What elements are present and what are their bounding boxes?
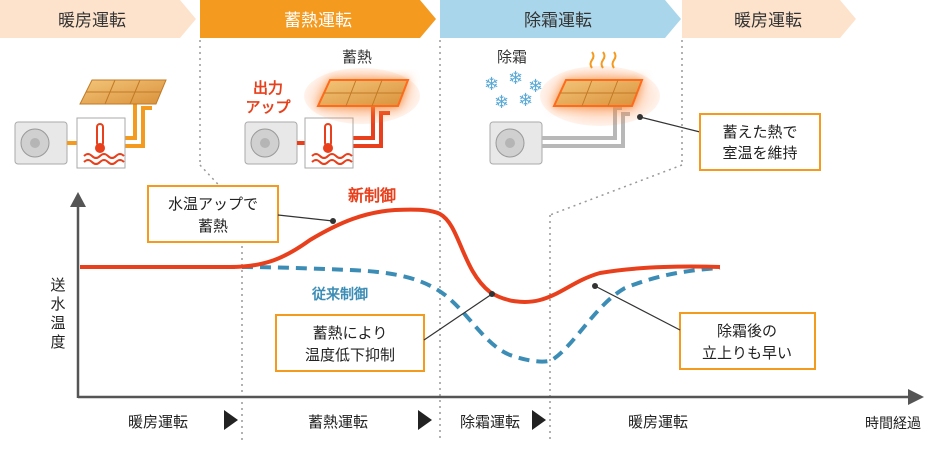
storage-label: 蓄熱: [342, 48, 372, 66]
phase-arrow-icon: [532, 410, 546, 430]
svg-text:温: 温: [50, 314, 65, 332]
y-axis-label: 送 水 温 度: [50, 276, 65, 351]
output-up-label-1: 出力: [253, 79, 283, 97]
callout-leader-storage-suppress: [423, 293, 493, 341]
callout-leader-stored-heat: [639, 116, 701, 133]
x-axis-arrow: [908, 389, 924, 405]
callout-dot-storage-suppress: [489, 291, 495, 297]
y-axis-arrow: [70, 192, 86, 207]
callout-dot-water-temp-up: [330, 218, 336, 224]
svg-text:❄: ❄: [494, 92, 509, 113]
callout-dot-stored-heat: [637, 114, 643, 120]
phase-banner-defrost: [440, 0, 681, 38]
phase-label-defrost: 除霜運転: [524, 11, 592, 31]
graph-axes: 送 水 温 度 時間経過: [50, 192, 924, 432]
callout-water-temp-up: 水温アップで 蓄熱: [147, 185, 336, 243]
tank-icon: [76, 117, 126, 169]
old-control-curve: [80, 265, 721, 364]
outdoor-unit-icon: [489, 121, 543, 165]
defrost-label: 除霜: [497, 48, 527, 66]
outdoor-unit-icon: [244, 121, 298, 165]
svg-text:❄: ❄: [528, 76, 543, 97]
phase-banner-heating-1: [0, 0, 196, 38]
callout-storage-suppress-line2: 温度低下抑制: [305, 346, 395, 364]
phase-label-heating-1: 暖房運転: [58, 11, 126, 31]
bottom-phase-defrost: 除霜運転: [460, 413, 520, 431]
callout-leader-water-temp-up: [277, 214, 334, 222]
callout-dot-fast-rise: [592, 283, 598, 289]
divider-defrost-end-diag: [549, 164, 683, 216]
svg-text:❄: ❄: [484, 74, 499, 95]
svg-text:度: 度: [50, 333, 65, 351]
illustration-defrost: 除霜 ❄❄❄ ❄❄: [484, 48, 701, 165]
phase-arrow-icon: [418, 410, 432, 430]
callout-stored-heat-line1: 蓄えた熱で: [722, 123, 797, 141]
callout-storage-suppress-line1: 蓄熱により: [313, 324, 388, 342]
callout-fast-rise-line2: 立上りも早い: [702, 344, 792, 362]
svg-text:❄: ❄: [508, 68, 523, 89]
tank-icon: [304, 117, 354, 169]
hot-panel-icon: [304, 68, 420, 124]
phase-label-heating-2: 暖房運転: [734, 11, 802, 31]
x-axis-label: 時間経過: [865, 416, 921, 432]
callout-water-temp-up-line1: 水温アップで: [168, 195, 258, 213]
new-control-curve: [80, 207, 721, 304]
callout-stored-heat: 蓄えた熱で 室温を維持: [699, 113, 821, 171]
floor-panel-icon: [79, 79, 167, 105]
snowflake-icon: ❄❄❄ ❄❄: [484, 68, 543, 113]
illustration-heating: [14, 79, 167, 169]
phase-banner-heating-2: [682, 0, 856, 38]
output-up-label-2: アップ: [245, 98, 291, 116]
new-control-label: 新制御: [348, 186, 396, 205]
phase-banner-storage: [200, 0, 436, 38]
phase-arrow-icon: [224, 410, 238, 430]
phase-banner: 暖房運転 蓄熱運転 除霜運転 暖房運転: [0, 0, 856, 38]
bottom-phase-heating-2: 暖房運転: [628, 413, 688, 431]
heat-wave-icon: [589, 51, 617, 69]
bottom-phase-storage: 蓄熱運転: [308, 413, 368, 431]
svg-text:送: 送: [50, 276, 65, 294]
callout-water-temp-up-line2: 蓄熱: [198, 217, 228, 235]
hot-panel-icon: [540, 66, 660, 126]
svg-text:水: 水: [50, 295, 65, 313]
phase-label-storage: 蓄熱運転: [284, 11, 352, 31]
callout-leader-fast-rise: [594, 285, 681, 331]
illustration-storage: 蓄熱 出力 アップ: [244, 48, 420, 169]
callout-fast-rise-line1: 除霜後の: [717, 322, 777, 340]
callout-stored-heat-line2: 室温を維持: [722, 144, 797, 162]
svg-text:❄: ❄: [518, 90, 533, 111]
callout-storage-suppress: 蓄熱により 温度低下抑制: [275, 291, 495, 372]
bottom-phase-labels: 暖房運転 蓄熱運転 除霜運転 暖房運転: [128, 410, 688, 431]
bottom-phase-heating-1: 暖房運転: [128, 413, 188, 431]
old-control-label: 従来制御: [311, 286, 368, 303]
callout-fast-rise: 除霜後の 立上りも早い: [592, 283, 816, 370]
outdoor-unit-icon: [14, 121, 68, 165]
